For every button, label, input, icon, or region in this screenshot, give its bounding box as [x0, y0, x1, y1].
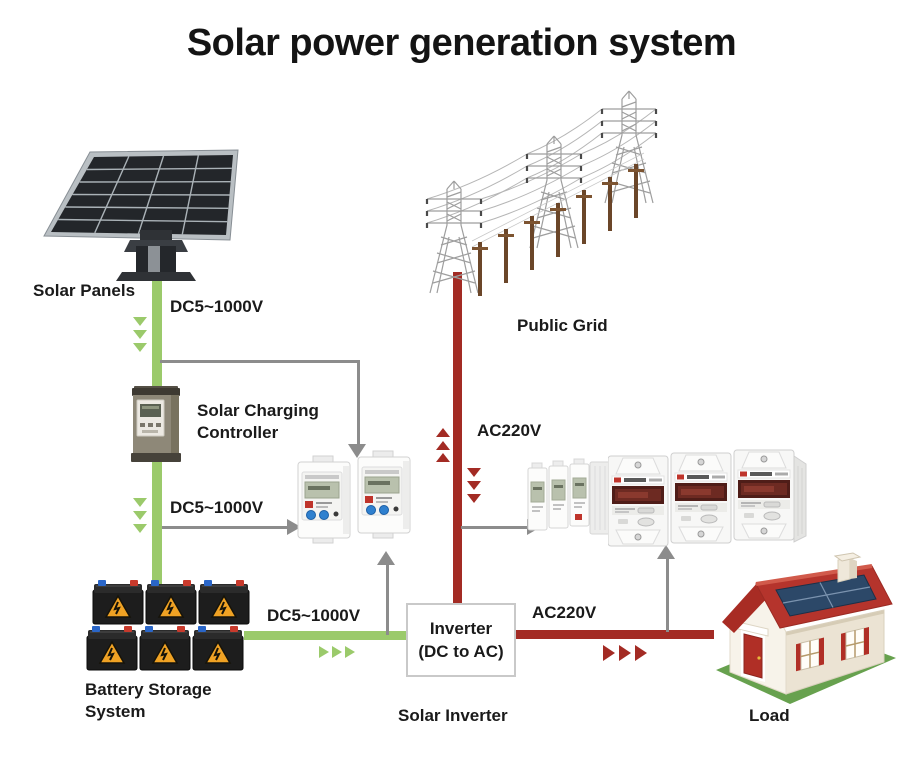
dc-flow-chevron-right [332, 646, 342, 658]
arrow-line-dc-to-meters-h [160, 360, 359, 363]
dc-flow-chevron-down [133, 330, 147, 339]
label-charge-controller-line1: Solar Charging [197, 401, 319, 420]
house-illustration [716, 552, 896, 704]
ac-flow-chevron-right [619, 645, 631, 661]
label-load: Load [749, 706, 790, 725]
dc-flow-chevron-right [345, 646, 355, 658]
inverter-box-line2: (DC to AC) [418, 642, 504, 661]
label-battery-storage-line2: System [85, 702, 146, 721]
page-title: Solar power generation system [186, 22, 737, 64]
dc-flow-chevron-down [133, 498, 147, 507]
battery-bank-illustration [86, 579, 250, 671]
label-charge-controller: Solar Charging Controller [197, 400, 319, 444]
arrow-line-inverter-to-meters [386, 565, 389, 635]
three-phase-meter-illustration [608, 449, 807, 547]
label-solar-panels: Solar Panels [33, 281, 136, 300]
label-dc-controller-to-battery: DC5~1000V [170, 498, 264, 517]
ac-flow-chevron-down [467, 494, 481, 503]
label-dc-panels-to-controller: DC5~1000V [170, 297, 264, 316]
label-charge-controller-line2: Controller [197, 423, 279, 442]
ac-flow-chevron-up [436, 453, 450, 462]
arrow-up-icon [657, 545, 675, 559]
ac-flow-chevron-right [635, 645, 647, 661]
arrow-line-dc-mid-to-meters [162, 526, 288, 529]
dc-flow-chevron-down [133, 317, 147, 326]
ac-line-grid-to-inverter [453, 272, 462, 605]
label-ac-grid-to-inverter: AC220V [477, 421, 542, 440]
solar-panel-illustration [43, 149, 239, 281]
ac-flow-chevron-up [436, 441, 450, 450]
energy-meter-pair-illustration [297, 450, 411, 544]
arrow-line-ac-to-threephase-meters [666, 559, 669, 632]
ac-flow-chevron-down [467, 468, 481, 477]
transmission-towers-illustration [425, 90, 658, 296]
dc-line-battery-to-inverter [244, 631, 408, 640]
label-dc-battery-to-inverter: DC5~1000V [267, 606, 361, 625]
arrow-down-icon [348, 444, 366, 458]
dc-flow-chevron-down [133, 511, 147, 520]
label-battery-storage: Battery Storage System [85, 679, 212, 723]
label-solar-inverter: Solar Inverter [398, 706, 508, 725]
ac-flow-chevron-down [467, 481, 481, 490]
ac-flow-chevron-up [436, 428, 450, 437]
utility-poles [472, 164, 644, 296]
arrow-line-dc-to-meters-v [357, 360, 360, 446]
dc-flow-chevron-down [133, 343, 147, 352]
ac-flow-chevron-right [603, 645, 615, 661]
inverter-box-line1: Inverter [429, 619, 493, 638]
label-ac-inverter-to-load: AC220V [532, 603, 597, 622]
inverter-box: Inverter (DC to AC) [406, 603, 516, 677]
din-meter-cluster-illustration [527, 458, 617, 535]
ac-line-inverter-to-load [514, 630, 714, 639]
label-battery-storage-line1: Battery Storage [85, 680, 212, 699]
label-public-grid: Public Grid [517, 316, 608, 335]
arrow-up-icon [377, 551, 395, 565]
charge-controller-illustration [131, 386, 181, 462]
dc-flow-chevron-down [133, 524, 147, 533]
arrow-line-ac-to-din-meters [461, 526, 528, 529]
dc-flow-chevron-right [319, 646, 329, 658]
